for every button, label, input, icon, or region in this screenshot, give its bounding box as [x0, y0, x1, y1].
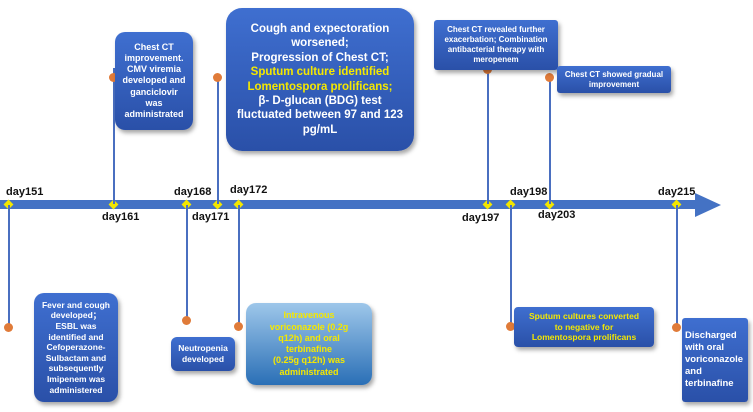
stem-day161 [113, 68, 115, 204]
dot-day151 [4, 323, 13, 332]
stem-day197 [487, 70, 489, 204]
timeline-arrowhead [695, 193, 721, 217]
stem-day203 [549, 78, 551, 204]
stem-day171 [217, 75, 219, 204]
event-ct-exacerbation: Chest CT revealed further exacerbation; … [434, 20, 558, 70]
label-day197: day197 [462, 212, 500, 224]
timeline-axis [0, 200, 700, 209]
event-discharged: Discharged with oral voriconazole and te… [682, 318, 748, 402]
event-fever-cough: Fever and cough developed； ESBL was iden… [34, 293, 118, 402]
label-day198: day198 [510, 186, 548, 198]
stem-day198 [510, 205, 512, 325]
dot-day172 [234, 322, 243, 331]
event-sputum-negative: Sputum cultures converted to negative fo… [514, 307, 654, 347]
dot-day215 [672, 323, 681, 332]
event-cough-worsened: Cough and expectoration worsened; Progre… [226, 8, 414, 151]
event-neutropenia: Neutropenia developed [171, 337, 235, 371]
label-day168: day168 [174, 186, 212, 198]
label-day215: day215 [658, 186, 696, 198]
stem-day168 [186, 205, 188, 319]
dot-day198 [506, 322, 515, 331]
label-day171: day171 [192, 211, 230, 223]
event-voriconazole: Intravenous voriconazole (0.2g q12h) and… [246, 303, 372, 385]
dot-day203 [545, 73, 554, 82]
label-day161: day161 [102, 211, 140, 223]
event-ct-gradual: Chest CT showed gradual improvement [557, 66, 671, 93]
label-day151: day151 [6, 186, 44, 198]
label-day172: day172 [230, 184, 268, 196]
stem-day172 [238, 205, 240, 325]
stem-day151 [8, 205, 10, 327]
label-day203: day203 [538, 209, 576, 221]
event-chest-ct-improvement: Chest CT improvement. CMV viremia develo… [115, 32, 193, 130]
dot-day168 [182, 316, 191, 325]
dot-day171 [213, 73, 222, 82]
stem-day215 [676, 205, 678, 327]
dot-day161 [109, 73, 118, 82]
